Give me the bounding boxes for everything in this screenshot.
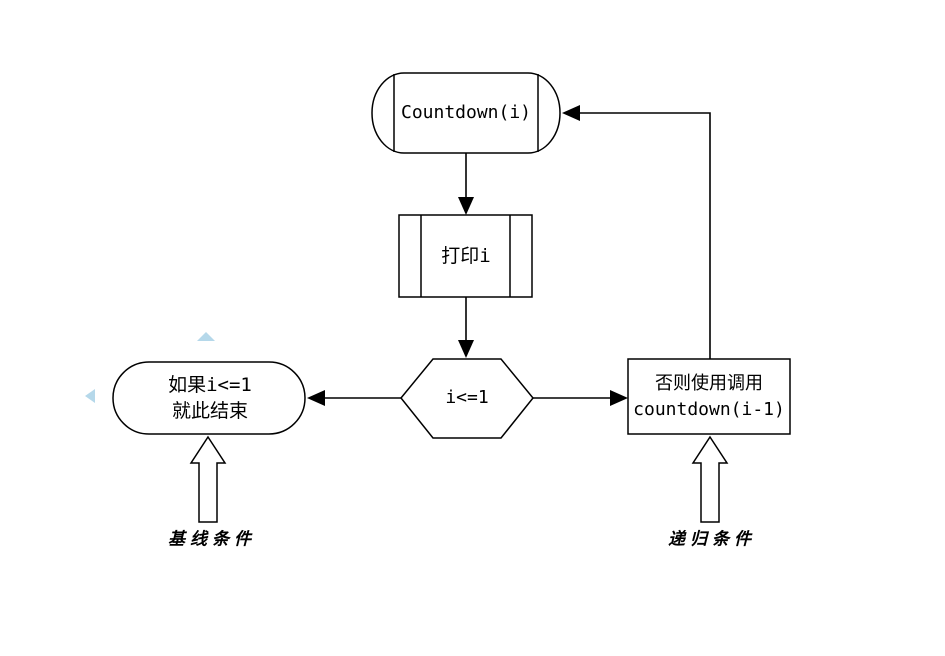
base-case-line2: 就此结束 <box>171 400 249 422</box>
recursive-annotation-arrow <box>691 435 729 523</box>
recursive-case-line1: 否则使用调用 <box>655 373 763 394</box>
arrowhead-start-to-print <box>458 197 474 215</box>
decision-node-label: i<=1 <box>445 387 489 408</box>
base-case-stadium-shape <box>112 361 306 435</box>
artifact-triangle-left-icon <box>85 389 95 403</box>
recursive-annotation-label: 递归条件 <box>668 529 756 550</box>
arrowhead-decision-to-base-case <box>307 390 325 406</box>
start-node-label: Countdown(i) <box>400 102 532 123</box>
edge-recursive-to-start <box>567 112 711 359</box>
print-node-label: 打印i <box>441 245 491 267</box>
artifact-triangle-up-icon <box>197 332 215 341</box>
recursive-case-line2: countdown(i-1) <box>633 399 785 420</box>
base-annotation-label: 基线条件 <box>168 529 256 550</box>
base-annotation-arrow <box>189 435 227 523</box>
recursive-case-node-label: 否则使用调用 countdown(i-1) <box>633 371 785 423</box>
arrowhead-recursive-to-start <box>562 105 580 121</box>
arrowhead-decision-to-recursive-case <box>610 390 628 406</box>
arrowhead-print-to-decision <box>458 340 474 358</box>
base-case-node-label: 如果i<=1 就此结束 <box>168 372 252 424</box>
recursive-case-rect-shape <box>627 358 791 435</box>
base-case-line1: 如果i<=1 <box>168 374 252 396</box>
